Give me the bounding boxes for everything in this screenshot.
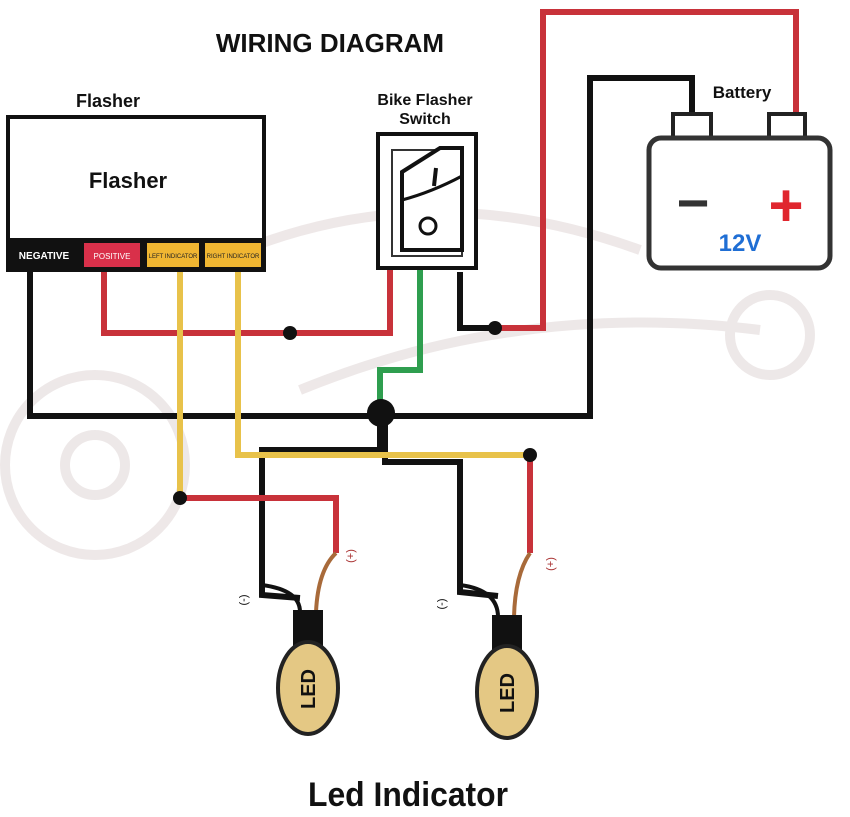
battery-label: Battery	[713, 83, 772, 102]
led-label: LED	[497, 673, 519, 713]
switch-label-line2: Switch	[399, 111, 451, 128]
positive-wire	[101, 9, 799, 553]
indicator-wire	[177, 270, 530, 498]
led-pos-polarity: (+)	[345, 549, 357, 563]
battery-body	[646, 135, 833, 271]
junction-dot	[173, 491, 187, 505]
switch-output-wire	[377, 270, 423, 410]
led-neg-polarity: (-)	[238, 595, 250, 606]
battery-minus-icon: −	[677, 171, 710, 234]
flasher-box-label: Flasher	[89, 168, 168, 193]
led-indicator-right: (-) (+) LED	[436, 557, 557, 740]
flasher-switch: Bike Flasher Switch	[376, 92, 478, 270]
left-indicator-terminal	[147, 243, 199, 267]
negative-terminal-label: NEGATIVE	[19, 251, 70, 262]
switch-off-mark-icon	[418, 216, 438, 236]
battery-voltage: 12V	[719, 230, 762, 257]
negative-battery-post	[671, 112, 713, 140]
left-indicator-terminal-label: LEFT INDICATOR	[149, 254, 198, 260]
switch-label-line1: Bike Flasher	[377, 92, 472, 109]
positive-terminal-label: POSITIVE	[94, 252, 131, 261]
battery: Battery − + 12V	[646, 83, 833, 271]
led-bulb	[475, 644, 539, 740]
diagram-title: WIRING DIAGRAM	[216, 28, 444, 58]
led-label: LED	[298, 669, 320, 709]
positive-terminal	[84, 243, 140, 267]
led-bulb	[276, 640, 340, 736]
main-junction-dot	[367, 399, 395, 427]
positive-battery-post	[767, 112, 807, 140]
junction-dot	[488, 321, 502, 335]
led-pos-polarity: (+)	[545, 557, 557, 571]
junction-dot	[523, 448, 537, 462]
flasher-unit: Flasher Flasher NEGATIVE POSITIVE LEFT I…	[6, 91, 266, 272]
right-indicator-terminal-label: RIGHT INDICATOR	[207, 254, 260, 260]
flasher-caption: Flasher	[76, 91, 140, 111]
footer-title: Led Indicator	[308, 776, 508, 814]
battery-plus-icon: +	[768, 172, 803, 239]
led-indicator-left: (-) (+) LED	[238, 549, 357, 736]
wires	[27, 9, 799, 618]
junction-dot	[283, 326, 297, 340]
rocker-switch-icon	[400, 146, 464, 252]
junctions	[173, 321, 537, 505]
led-neg-polarity: (-)	[436, 599, 448, 610]
right-indicator-terminal	[205, 243, 261, 267]
ground-wire	[27, 75, 695, 601]
